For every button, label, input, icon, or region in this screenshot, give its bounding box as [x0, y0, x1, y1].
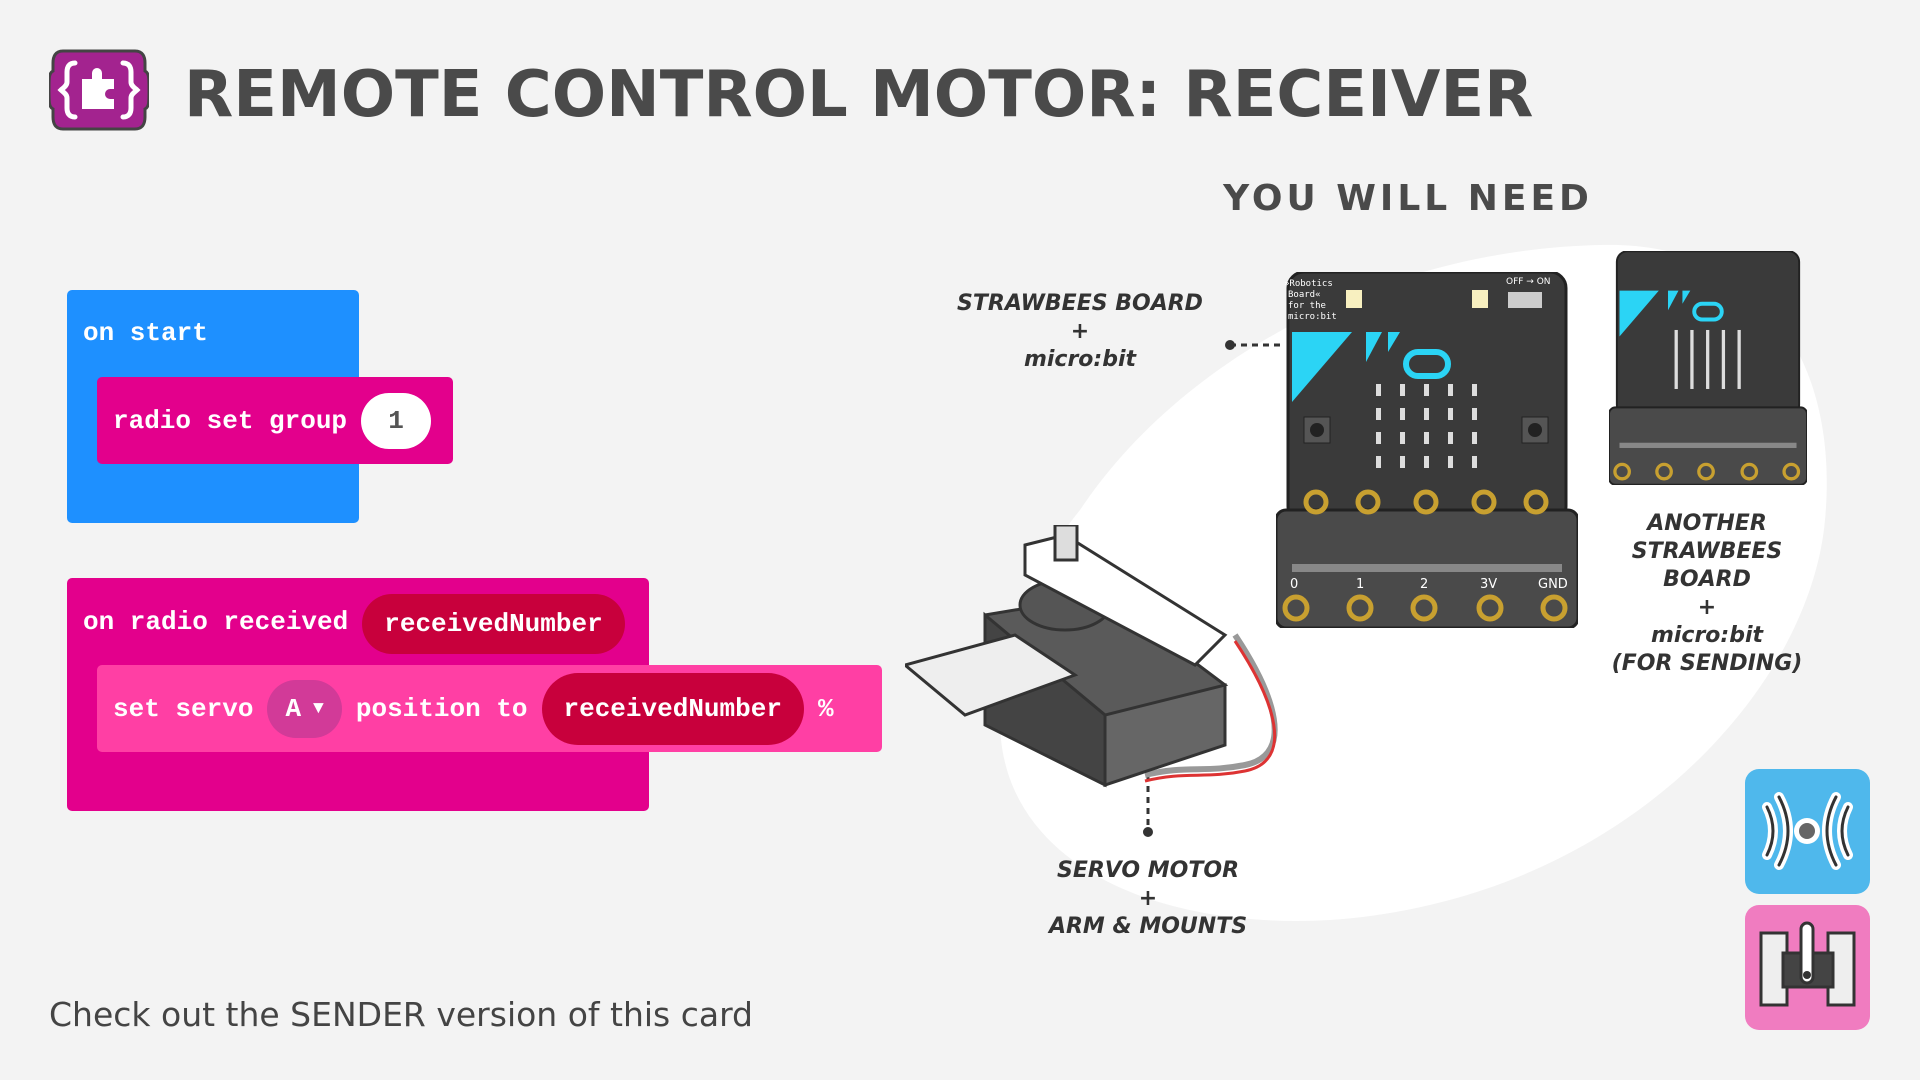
percent-label: % [817, 693, 834, 724]
label-line: ANOTHER [1647, 511, 1767, 536]
radio-set-group-block[interactable]: radio set group 1 [97, 377, 453, 464]
label-line: micro:bit [1650, 623, 1764, 648]
board-top-text: Board« [1288, 290, 1321, 300]
radio-waves-icon [1745, 769, 1870, 894]
servo-motor-icon [1745, 905, 1870, 1030]
label-line: BOARD [1663, 567, 1751, 592]
label-line: + [1138, 886, 1158, 911]
servo-label: SERVO MOTOR + ARM & MOUNTS [998, 857, 1298, 941]
servo-dropdown[interactable]: A ▼ [267, 679, 342, 738]
sender-version-link[interactable]: Check out the SENDER version of this car… [49, 995, 754, 1034]
pin-label: 2 [1420, 577, 1428, 592]
board-top-text: »Robotics [1284, 279, 1333, 289]
another-board-label: ANOTHER STRAWBEES BOARD + micro:bit (FOR… [1557, 510, 1857, 678]
position-to-label: position to [355, 693, 528, 724]
set-servo-label: set servo [113, 693, 254, 724]
on-start-label: on start [83, 318, 208, 348]
received-number-param[interactable]: receivedNumber [362, 594, 625, 654]
board-label: STRAWBEES BOARD + micro:bit [930, 290, 1230, 374]
set-servo-block[interactable]: set servo A ▼ position to receivedNumber… [97, 665, 882, 752]
page-title: REMOTE CONTROL MOTOR: RECEIVER [184, 58, 1534, 132]
label-line: (FOR SENDING) [1611, 651, 1803, 676]
strawbees-board-microbit: »Robotics Board« for the micro:bit OFF →… [1276, 272, 1578, 628]
servo-motor-illustration [905, 525, 1278, 788]
you-will-need-heading: YOU WILL NEED [1223, 178, 1593, 219]
led-matrix [1376, 384, 1477, 468]
board-top-text: for the [1288, 301, 1326, 311]
label-line: micro:bit [1023, 347, 1137, 372]
another-strawbees-board [1609, 251, 1807, 485]
chevron-down-icon: ▼ [313, 698, 324, 719]
on-radio-received-label: on radio received [83, 607, 349, 637]
pin-label: GND [1538, 577, 1568, 592]
power-switch-label: OFF → ON [1506, 277, 1551, 287]
label-line: + [1070, 319, 1090, 344]
pin-label: 0 [1290, 577, 1298, 592]
pin-label: 3V [1480, 577, 1497, 592]
group-number-input[interactable]: 1 [361, 392, 432, 449]
label-line: ARM & MOUNTS [1048, 914, 1248, 939]
board-top-text: micro:bit [1288, 312, 1337, 322]
pin-label: 1 [1356, 577, 1364, 592]
puzzle-braces-icon [49, 49, 149, 131]
label-line: STRAWBEES BOARD [957, 291, 1203, 316]
label-line: + [1697, 595, 1717, 620]
label-line: STRAWBEES [1631, 539, 1783, 564]
label-line: SERVO MOTOR [1056, 858, 1240, 883]
servo-dropdown-value: A [285, 693, 302, 724]
radio-set-group-label: radio set group [113, 405, 348, 436]
received-number-value[interactable]: receivedNumber [541, 672, 804, 745]
